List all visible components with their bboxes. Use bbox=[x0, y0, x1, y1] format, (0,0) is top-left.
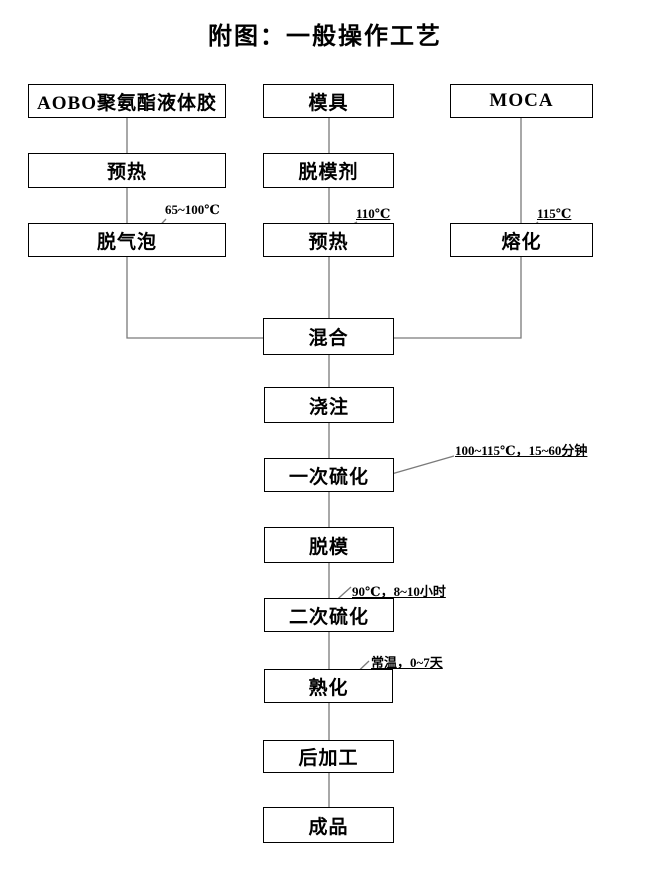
node-material: AOBO聚氨酯液体胶 bbox=[28, 84, 226, 118]
node-pour: 浇注 bbox=[264, 387, 394, 423]
node-preheat-glue: 预热 bbox=[28, 153, 226, 188]
annotation-first-cure-condition: 100~115℃，15~60分钟 bbox=[455, 443, 588, 458]
annotation-aging-condition: 常温，0~7天 bbox=[371, 655, 443, 670]
node-degas: 脱气泡 bbox=[28, 223, 226, 257]
leader-first-cure-cond bbox=[387, 455, 455, 476]
node-first-cure: 一次硫化 bbox=[264, 458, 394, 492]
node-mix: 混合 bbox=[263, 318, 394, 355]
node-aging: 熟化 bbox=[264, 669, 393, 703]
connector-lines bbox=[126, 118, 522, 807]
annotation-melt-temp: 115℃ bbox=[537, 206, 572, 221]
annotation-degas-temp: 65~100℃ bbox=[165, 202, 220, 217]
node-demold: 脱模 bbox=[264, 527, 394, 563]
line-melt-to-mix bbox=[394, 257, 522, 339]
node-post-process: 后加工 bbox=[263, 740, 394, 773]
page-title: 附图：一般操作工艺 bbox=[208, 24, 442, 50]
node-finished-product: 成品 bbox=[263, 807, 394, 843]
node-release-agent: 脱模剂 bbox=[263, 153, 394, 188]
node-second-cure: 二次硫化 bbox=[264, 598, 394, 632]
node-preheat-mold: 预热 bbox=[263, 223, 394, 257]
node-mold: 模具 bbox=[263, 84, 394, 118]
annotation-second-cure-condition: 90℃，8~10小时 bbox=[352, 584, 446, 599]
node-moca: MOCA bbox=[450, 84, 593, 118]
annotation-preheat-mold-temp: 110℃ bbox=[356, 206, 391, 221]
line-degas-to-mix bbox=[126, 257, 263, 339]
node-melt: 熔化 bbox=[450, 223, 593, 257]
